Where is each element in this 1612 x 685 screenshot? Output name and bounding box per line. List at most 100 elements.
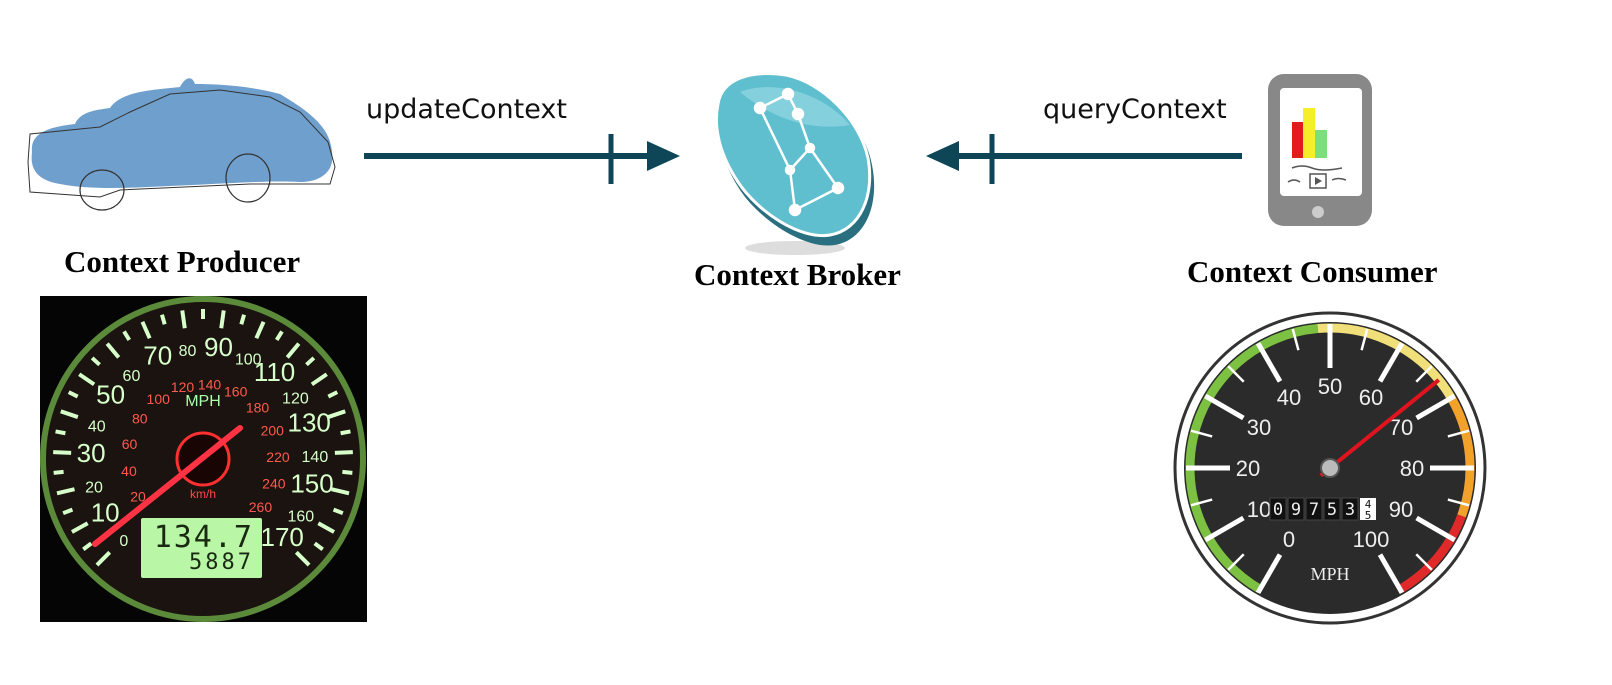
kmh-tick-label: 220 [266, 449, 290, 465]
mph-tick-mark [327, 390, 339, 399]
tick-label: 80 [1400, 456, 1424, 481]
mph-tick-label: 70 [143, 341, 172, 371]
odometer-digit: 3 [1345, 500, 1355, 520]
mph-tick-mark [327, 409, 346, 419]
tick-label: 30 [1247, 415, 1271, 440]
odometer-last-top: 4 [1365, 498, 1372, 511]
tick-mark [1415, 553, 1433, 571]
mph-tick-mark [285, 342, 301, 359]
mph-tick-mark [294, 550, 311, 567]
mph-tick-mark [239, 314, 246, 325]
odometer-digit: 0 [1273, 500, 1283, 520]
query-context-label: queryContext [1043, 94, 1227, 125]
mph-tick-label: 120 [282, 391, 309, 408]
mph-tick-mark [160, 314, 167, 325]
tick-label: 60 [1359, 385, 1383, 410]
red-zone [1397, 514, 1466, 594]
tick-label: 40 [1277, 385, 1301, 410]
green-zone [1185, 324, 1319, 594]
mph-tick-mark [62, 507, 74, 516]
mph-tick-mark [340, 429, 351, 436]
odometer-cell [1323, 497, 1341, 521]
mph-tick-label: 80 [179, 343, 197, 360]
mph-tick-mark [70, 521, 89, 534]
mph-tick-label: 150 [290, 469, 333, 499]
tick-mark [1415, 393, 1456, 421]
tick-mark [1255, 342, 1283, 383]
mph-unit-label: MPH [185, 393, 221, 410]
tick-label: 20 [1236, 456, 1260, 481]
mph-tick-label: 160 [287, 508, 314, 525]
tick-label: 90 [1389, 497, 1413, 522]
mph-tick-mark [56, 487, 75, 496]
tick-mark [1204, 393, 1245, 421]
kmh-tick-label: 260 [249, 499, 273, 515]
tick-label: 100 [1353, 527, 1390, 552]
tick-label: 0 [1283, 527, 1295, 552]
mph-tick-label: 30 [77, 438, 106, 468]
tick-mark [1447, 429, 1470, 438]
mph-tick-mark [331, 487, 350, 496]
mph-tick-mark [60, 409, 79, 419]
kmh-tick-label: 20 [130, 489, 146, 505]
tick-label: 50 [1318, 374, 1342, 399]
odometer-digit: 5 [1327, 500, 1337, 520]
mph-tick-mark [78, 372, 96, 387]
mph-tick-label: 20 [85, 480, 103, 497]
kmh-tick-label: 40 [121, 463, 137, 479]
mph-tick-mark [82, 541, 93, 551]
tick-mark [1190, 429, 1213, 438]
mph-tick-mark [317, 521, 336, 534]
tablet-icon [1268, 74, 1372, 226]
mph-tick-mark [122, 330, 131, 342]
mph-tick-label: 90 [204, 332, 233, 362]
odometer-last-cell [1360, 498, 1376, 520]
kmh-tick-label: 120 [171, 379, 195, 395]
consumer-label: Context Consumer [1187, 254, 1438, 289]
mph-tick-mark [55, 429, 66, 436]
tick-mark [1291, 328, 1300, 351]
lcd-speed: 134.7 [153, 520, 254, 555]
tick-mark [1255, 553, 1283, 594]
tick-mark [1377, 342, 1405, 383]
needle-hub [1320, 458, 1340, 478]
mph-tick-mark [219, 310, 226, 329]
kmh-tick-label: 60 [122, 436, 138, 452]
query-context-arrow [926, 134, 1242, 184]
tick-mark [1227, 553, 1245, 571]
mph-tick-mark [67, 390, 79, 399]
update-context-label: updateContext [366, 94, 567, 125]
broker-label: Context Broker [694, 257, 901, 292]
mph-tick-mark [310, 372, 328, 387]
mph-tick-label: 0 [119, 533, 128, 550]
mph-tick-label: 110 [254, 357, 295, 387]
kmh-tick-label: 240 [262, 476, 286, 492]
tick-mark [1415, 365, 1433, 383]
kmh-tick-label: 200 [261, 422, 285, 438]
kmh-tick-label: 100 [147, 391, 171, 407]
mph-tick-label: 100 [235, 352, 262, 369]
tick-mark [1190, 498, 1213, 507]
orion-broker-icon [714, 72, 875, 255]
mph-tick-label: 10 [91, 497, 120, 527]
mph-tick-mark [275, 330, 284, 342]
odometer-digit: 7 [1309, 500, 1319, 520]
mph-tick-mark [342, 469, 353, 475]
update-context-arrow [364, 134, 680, 184]
tick-mark [1227, 365, 1245, 383]
kmh-tick-label: 180 [246, 400, 270, 416]
mph-tick-mark [313, 541, 324, 551]
mph-tick-mark [95, 550, 112, 567]
mph-tick-mark [305, 356, 316, 367]
odometer-cell [1287, 497, 1305, 521]
orange-zone [1447, 395, 1475, 518]
mph-tick-label: 40 [88, 418, 106, 435]
odometer-digit: 9 [1291, 500, 1301, 520]
odometer-cell [1269, 497, 1287, 521]
mph-tick-mark [254, 320, 266, 340]
mph-tick-mark [53, 469, 64, 475]
tick-label: 10 [1247, 497, 1271, 522]
kmh-tick-label: 140 [198, 376, 222, 392]
